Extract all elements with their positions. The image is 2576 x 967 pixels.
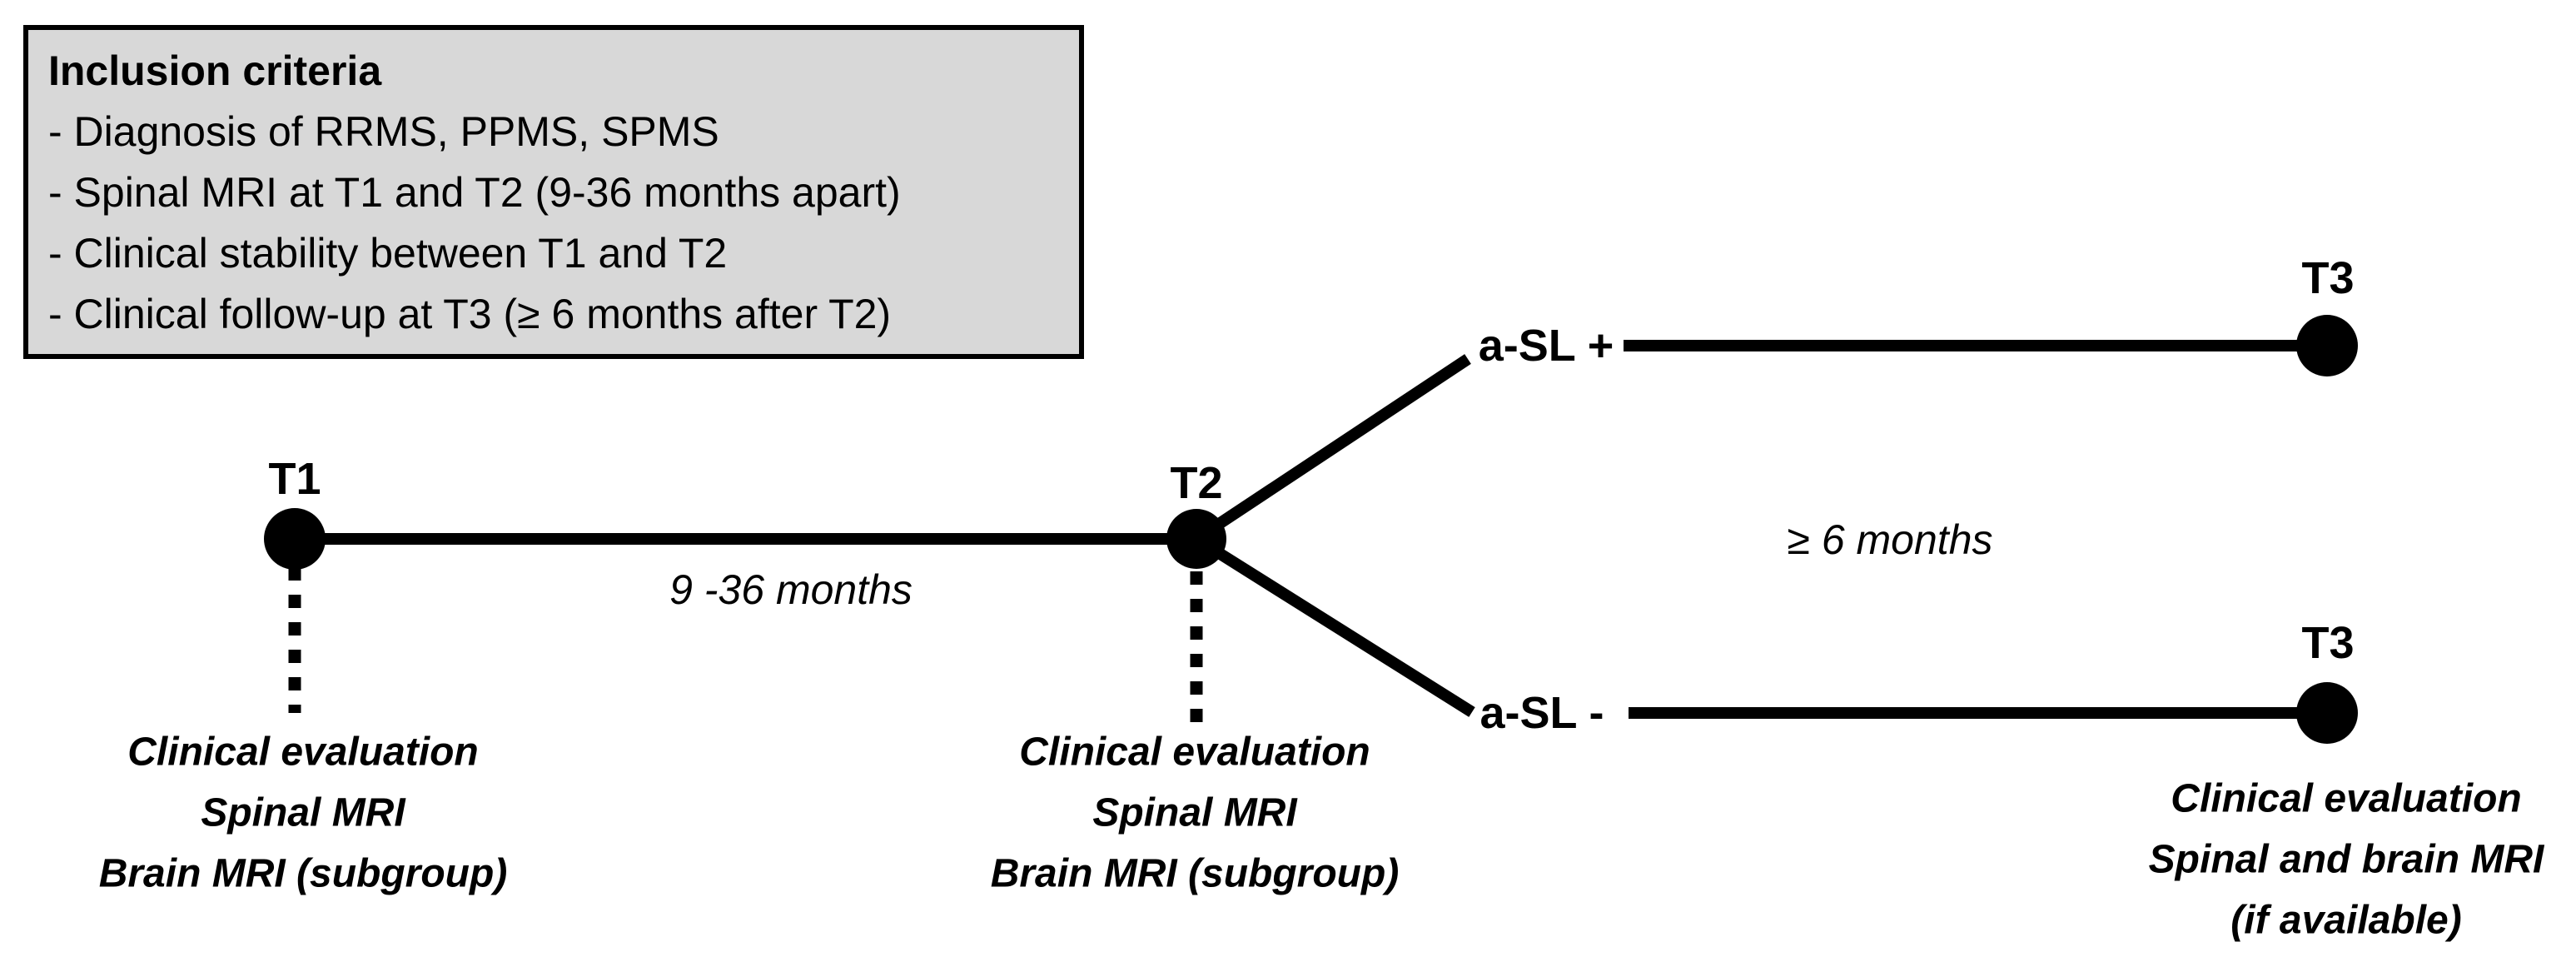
t3-top-node-dot (2296, 315, 2358, 376)
t3-evaluation-block: Clinical evaluation Spinal and brain MRI… (2149, 769, 2544, 951)
asl-positive-label: a-SL + (1478, 321, 1614, 371)
t3-top-node-label: T3 (2301, 253, 2355, 303)
interval-t2-t3-label: ≥ 6 months (1787, 516, 1993, 563)
t3-bottom-node-label: T3 (2301, 618, 2355, 668)
inclusion-criteria-item: - Diagnosis of RRMS, PPMS, SPMS (48, 108, 719, 155)
branch-line-asl-negative-diagonal (1193, 534, 1475, 717)
t1-node-dot (264, 508, 326, 570)
inclusion-criteria-box: Inclusion criteria - Diagnosis of RRMS, … (23, 25, 1084, 359)
t2-evaluation-line: Spinal MRI (1092, 790, 1297, 835)
inclusion-criteria-item: - Spinal MRI at T1 and T2 (9-36 months a… (48, 169, 901, 216)
interval-t1-t2-label: 9 -36 months (669, 566, 913, 613)
t3-evaluation-line: Clinical evaluation (2171, 776, 2522, 821)
inclusion-criteria-title: Inclusion criteria (48, 47, 382, 94)
t1-evaluation-line: Spinal MRI (201, 790, 405, 835)
branch-line-asl-positive-diagonal (1193, 354, 1471, 544)
asl-negative-label: a-SL - (1479, 688, 1604, 738)
t1-evaluation-line: Brain MRI (subgroup) (98, 851, 508, 896)
t3-evaluation-line: (if available) (2230, 898, 2462, 943)
t3-bottom-node-dot (2296, 682, 2358, 744)
t1-evaluation-block: Clinical evaluation Spinal MRI Brain MRI… (99, 722, 508, 905)
t3-evaluation-line: Spinal and brain MRI (2148, 837, 2544, 882)
inclusion-criteria-item: - Clinical stability between T1 and T2 (48, 230, 728, 277)
t2-evaluation-line: Clinical evaluation (1019, 730, 1370, 775)
t2-node-dot (1166, 509, 1226, 569)
inclusion-criteria-item: - Clinical follow-up at T3 (≥ 6 months a… (48, 291, 892, 337)
t1-evaluation-line: Clinical evaluation (127, 730, 479, 775)
t2-node-label: T2 (1170, 458, 1223, 508)
t1-node-label: T1 (268, 454, 321, 504)
t2-evaluation-block: Clinical evaluation Spinal MRI Brain MRI… (991, 722, 1400, 905)
t2-evaluation-line: Brain MRI (subgroup) (990, 851, 1400, 896)
